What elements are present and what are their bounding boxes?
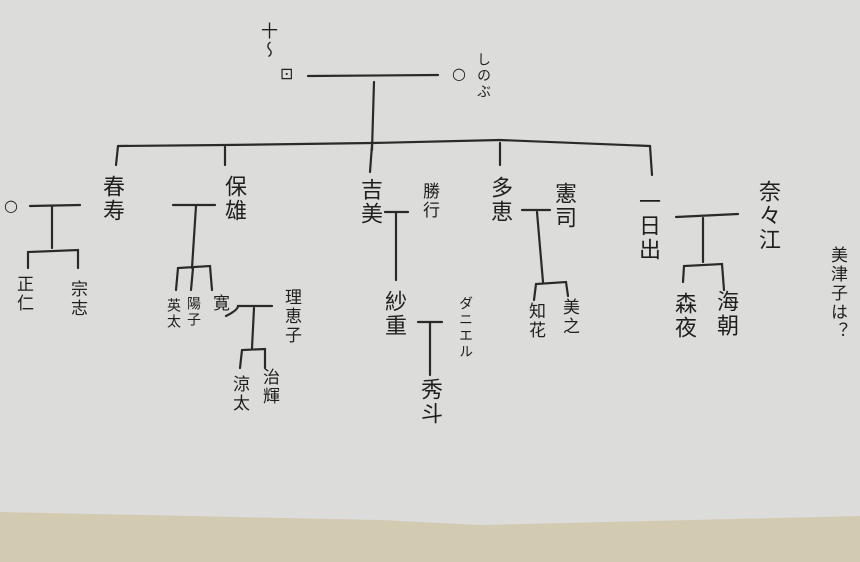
grandchild-name: 森夜	[671, 292, 696, 340]
child-name: 保雄	[221, 175, 246, 223]
grandchild-name: 宗志	[67, 280, 87, 318]
child-spouse-name: 奈々江	[755, 180, 780, 252]
grandchild-name: 英太	[165, 298, 181, 330]
question-note: 美津子は？	[827, 246, 847, 341]
grandchild-name: 知花	[525, 302, 545, 340]
child-name: 多恵	[487, 176, 512, 224]
root-husband-name: 十〜	[257, 22, 277, 60]
grandchild-name: 海朝	[713, 290, 738, 338]
child-spouse-name: 勝行	[419, 182, 439, 220]
grandchild-name: 美之	[559, 298, 579, 336]
spouse-circle-symbol: ○	[4, 196, 18, 215]
sibling-bar	[116, 138, 652, 148]
male-deceased-symbol: ⊡	[280, 64, 294, 83]
grandchild-spouse-name: ダニエル	[457, 296, 473, 360]
grandchild-name: 正仁	[13, 275, 33, 313]
child-name: 吉美	[357, 178, 382, 226]
child-name: 春寿	[99, 175, 124, 223]
grandchild-name: 紗重	[381, 290, 406, 338]
great-grandchild-name: 治輝	[259, 368, 279, 406]
great-grandchild-name: 涼太	[229, 375, 249, 413]
child-name: 一日出	[635, 190, 660, 262]
grandchild-name: 寛	[209, 294, 229, 313]
root-descent-line	[370, 80, 376, 152]
grandchild-name: 陽子	[185, 296, 201, 328]
root-wife-name: しのぶ	[475, 52, 491, 100]
child-spouse-name: 憲司	[551, 182, 576, 230]
root-marriage-line	[306, 73, 440, 78]
grandchild-spouse-name: 理恵子	[281, 288, 301, 345]
female-symbol: ○	[452, 64, 466, 83]
great-grandchild-name: 秀斗	[417, 378, 442, 426]
